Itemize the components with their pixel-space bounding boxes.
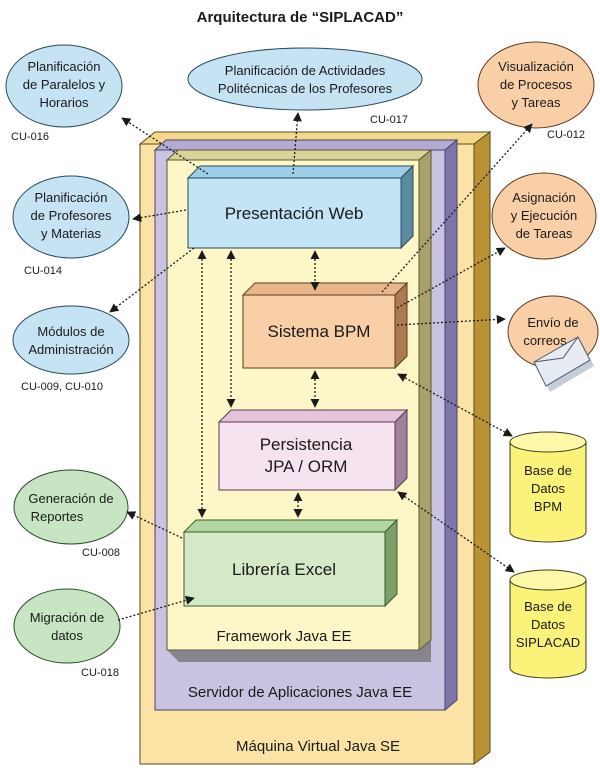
db-bpm-line2: Datos bbox=[531, 481, 565, 496]
jvm-label: Máquina Virtual Java SE bbox=[236, 738, 400, 755]
cu014-line2: de Profesores bbox=[31, 208, 112, 223]
excel-library-box: Librería Excel bbox=[182, 518, 399, 608]
use-case-cu008: Generación de Reportes CU-008 bbox=[13, 469, 129, 559]
use-case-tasks: Asignación y Ejecución de Tareas bbox=[491, 172, 597, 260]
cu018-line1: Migración de bbox=[30, 610, 104, 625]
bpm-system-box: Sistema BPM bbox=[241, 281, 409, 370]
app-server-label: Servidor de Aplicaciones Java EE bbox=[188, 684, 412, 701]
use-case-cu018: Migración de datos CU-018 bbox=[13, 588, 121, 679]
use-case-cu014: Planificación de Profesores y Materias C… bbox=[12, 175, 130, 277]
presentation-web-label: Presentación Web bbox=[225, 204, 364, 223]
cu016-line1: Planificación bbox=[28, 59, 101, 74]
database-siplacad: Base de Datos SIPLACAD bbox=[509, 569, 587, 679]
cu017-line1: Planificación de Actividades bbox=[225, 63, 386, 78]
cu018-code: CU-018 bbox=[81, 667, 119, 679]
persistence-label-line1: Persistencia bbox=[260, 435, 353, 454]
db-bpm-line3: BPM bbox=[534, 499, 562, 514]
cu014-line3: y Materias bbox=[41, 226, 101, 241]
persistence-box: Persistencia JPA / ORM bbox=[217, 408, 409, 492]
cu014-code: CU-014 bbox=[24, 265, 62, 277]
cu008-line1: Generación de bbox=[28, 491, 113, 506]
internal-connectors bbox=[197, 250, 320, 518]
cu008-line2: Reportes bbox=[31, 509, 84, 524]
cu012-line1: Visualización bbox=[498, 59, 574, 74]
tasks-line1: Asignación bbox=[512, 190, 576, 205]
mail-line1: Envío de bbox=[527, 315, 578, 330]
use-case-mail: Envío de correos bbox=[507, 295, 599, 369]
excel-library-label: Librería Excel bbox=[232, 560, 336, 579]
cu012-line2: de Procesos bbox=[500, 77, 573, 92]
cu016-code: CU-016 bbox=[11, 131, 49, 143]
cu008-code: CU-008 bbox=[82, 547, 120, 559]
cu012-code: CU-012 bbox=[547, 129, 585, 141]
cu017-line2: Politécnicas de los Profesores bbox=[218, 81, 393, 96]
diagram-title: Arquitectura de “SIPLACAD” bbox=[197, 9, 404, 26]
cu009-line1: Módulos de bbox=[37, 324, 104, 339]
persistence-label-line2: JPA / ORM bbox=[265, 457, 348, 476]
db-bpm-line1: Base de bbox=[524, 463, 572, 478]
use-case-cu016: Planificación de Paralelos y Horarios CU… bbox=[5, 44, 123, 143]
tasks-line2: y Ejecución bbox=[511, 208, 577, 223]
db-siplacad-line2: Datos bbox=[531, 617, 565, 632]
cu012-line3: y Tareas bbox=[512, 95, 561, 110]
db-siplacad-line1: Base de bbox=[524, 599, 572, 614]
tasks-line3: de Tareas bbox=[516, 226, 573, 241]
use-case-cu012: Visualización de Procesos y Tareas CU-01… bbox=[477, 41, 595, 141]
cu016-line3: Horarios bbox=[39, 95, 89, 110]
mail-line2: correos bbox=[523, 333, 567, 348]
cu017-code: CU-017 bbox=[370, 114, 408, 126]
cu016-line2: de Paralelos y bbox=[23, 77, 106, 92]
cu009-code: CU-009, CU-010 bbox=[21, 381, 103, 393]
external-connectors bbox=[109, 112, 533, 621]
database-bpm: Base de Datos BPM bbox=[509, 431, 587, 543]
presentation-web-box: Presentación Web bbox=[186, 164, 415, 250]
cu009-line2: Administración bbox=[28, 342, 113, 357]
cu018-line2: datos bbox=[51, 628, 83, 643]
use-case-cu017: Planificación de Actividades Politécnica… bbox=[187, 47, 423, 126]
cu014-line1: Planificación bbox=[35, 190, 108, 205]
use-case-cu009-cu010: Módulos de Administración CU-009, CU-010 bbox=[12, 305, 130, 393]
db-siplacad-line3: SIPLACAD bbox=[516, 635, 580, 650]
envelope-icon bbox=[533, 336, 594, 392]
bpm-system-label: Sistema BPM bbox=[268, 322, 371, 341]
framework-label: Framework Java EE bbox=[216, 628, 351, 645]
